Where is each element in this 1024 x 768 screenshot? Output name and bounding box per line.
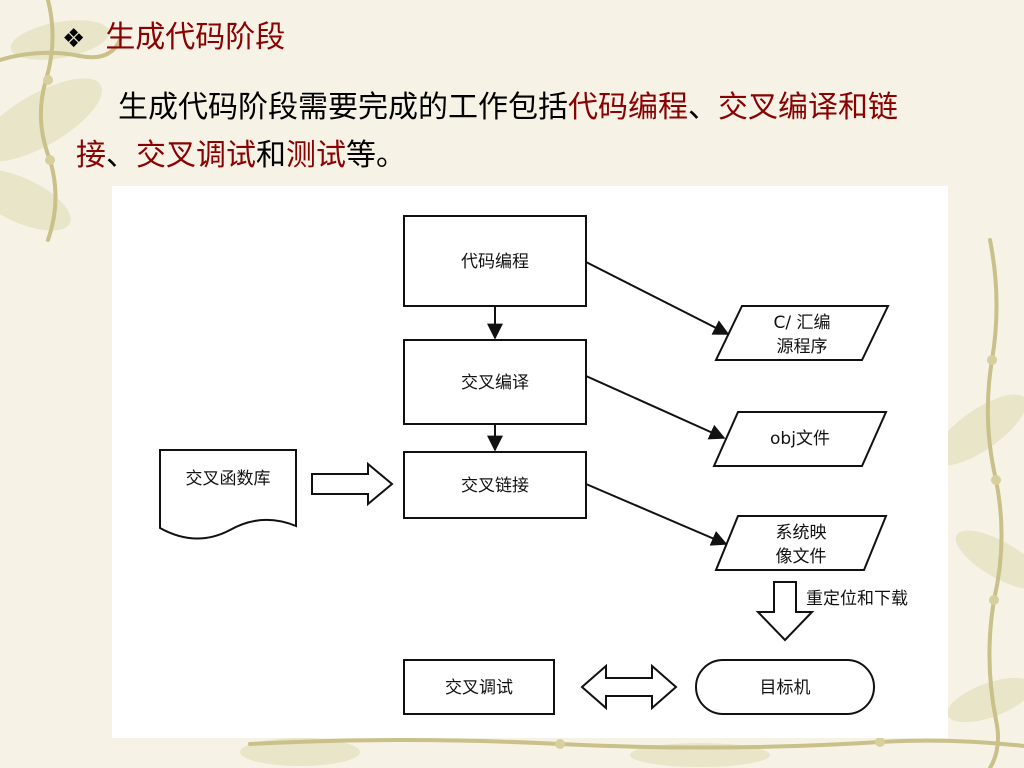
- highlight-term: 测试: [286, 138, 346, 173]
- image-output-shape: [714, 515, 888, 571]
- target-label: 目标机: [760, 678, 811, 698]
- paragraph-text: 、: [106, 138, 136, 173]
- relocate-label: 重定位和下载: [806, 589, 908, 609]
- compile-label: 交叉编译: [461, 373, 529, 393]
- obj-output-shape: [712, 411, 888, 467]
- diamond-bullet-icon: ❖: [62, 24, 86, 54]
- paragraph-text: 生成代码阶段需要完成的工作包括: [118, 90, 568, 125]
- highlight-term: 交叉调试: [136, 138, 256, 173]
- image-output-label-line1: 系统映: [776, 523, 827, 543]
- arrow-link-to-image: [585, 483, 728, 546]
- debug-label: 交叉调试: [445, 678, 513, 698]
- arrow-coding-to-source: [585, 261, 730, 335]
- target-box: [695, 659, 875, 715]
- diagram-panel: 代码编程 交叉编译 交叉链接 交叉调试 交叉函数库 目标机 C/ 汇编 源程序 …: [112, 186, 948, 738]
- source-output-shape: [714, 305, 890, 361]
- paragraph-text: 等。: [346, 138, 406, 173]
- library-label: 交叉函数库: [186, 469, 271, 489]
- highlight-term: 交叉编译和链接: [76, 90, 898, 173]
- paragraph-text: 、: [688, 90, 718, 125]
- flow-diagram: 代码编程 交叉编译 交叉链接 交叉调试 交叉函数库 目标机 C/ 汇编 源程序 …: [159, 215, 908, 715]
- arrow-image-to-target: [755, 581, 815, 642]
- debug-box: [403, 659, 555, 715]
- image-output-label-line2: 像文件: [776, 547, 827, 567]
- paragraph-text: 和: [256, 138, 286, 173]
- obj-output-label: obj文件: [770, 429, 830, 449]
- arrow-library-to-link: [311, 461, 394, 507]
- arrow-debug-target: [580, 663, 678, 711]
- source-output-label-line2: 源程序: [777, 337, 828, 357]
- source-output-label-line1: C/ 汇编: [773, 313, 830, 333]
- slide-title: ❖ 生成代码阶段: [62, 14, 285, 62]
- library-shape: [159, 449, 297, 540]
- coding-label: 代码编程: [461, 252, 529, 272]
- intro-paragraph: 生成代码阶段需要完成的工作包括代码编程、交叉编译和链接、交叉调试和测试等。: [76, 84, 956, 180]
- link-label: 交叉链接: [461, 476, 529, 496]
- arrow-compile-to-obj: [585, 375, 726, 440]
- slide-title-text: 生成代码阶段: [105, 20, 286, 55]
- highlight-term: 代码编程: [568, 90, 688, 125]
